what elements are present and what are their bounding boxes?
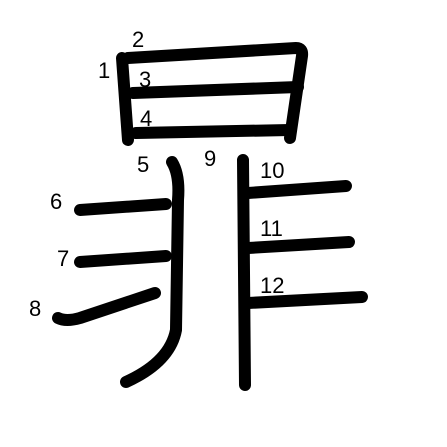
stroke-11 [242, 236, 355, 254]
stroke-12 [242, 291, 368, 309]
stroke-5 [120, 156, 185, 388]
stroke-2 [122, 42, 309, 144]
stroke-number-12: 12 [260, 273, 285, 298]
stroke-number-3: 3 [139, 67, 152, 92]
stroke-10 [242, 180, 352, 199]
stroke-number-9: 9 [204, 146, 217, 171]
stroke-9 [237, 154, 251, 391]
stroke-number-2: 2 [132, 27, 145, 52]
stroke-number-7: 7 [57, 246, 70, 271]
stroke-6 [74, 198, 172, 216]
stroke-8 [52, 287, 161, 326]
stroke-1 [116, 52, 134, 146]
stroke-number-8: 8 [29, 296, 42, 321]
stroke-7 [74, 250, 172, 268]
stroke-number-4: 4 [140, 106, 153, 131]
stroke-4 [130, 124, 296, 139]
stroke-number-6: 6 [50, 189, 63, 214]
stroke-number-10: 10 [260, 158, 285, 183]
stroke-number-5: 5 [137, 152, 150, 177]
stroke-number-1: 1 [98, 58, 111, 83]
stroke-3 [127, 81, 304, 99]
stroke-number-11: 11 [260, 216, 283, 241]
